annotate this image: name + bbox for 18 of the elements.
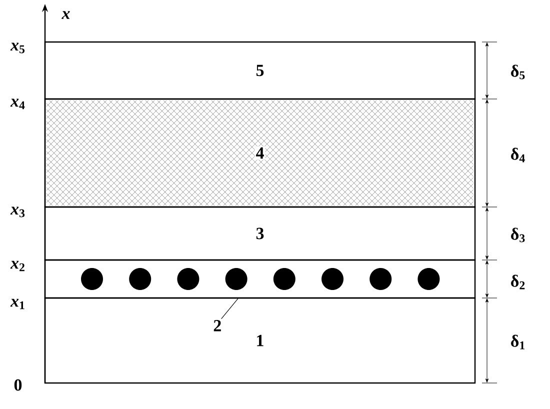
axis-tick-label: x$_{5}$ <box>10 42 25 54</box>
dimension-label: δ$_{3}$ <box>511 228 525 242</box>
dimension-label: δ$_{1}$ <box>511 334 524 350</box>
layer-box <box>44 259 476 299</box>
leader-line <box>221 298 238 320</box>
axis-tick-label: 0 <box>14 379 22 391</box>
axis-tick-label: x$_{3}$ <box>10 206 25 218</box>
dimension-label: δ$_{2}$ <box>511 274 525 290</box>
layer-box: 5 <box>44 41 476 100</box>
layer-box: 3 <box>44 206 476 261</box>
axis-tick-label: x$_{1}$ <box>10 298 24 310</box>
dimension-label: δ$_{5}$ <box>511 64 525 80</box>
part-number: 2 <box>214 320 221 332</box>
axis-label: x <box>62 11 70 19</box>
dimension-label: δ$_{4}$ <box>511 148 525 162</box>
axis-tick-label: x$_{2}$ <box>10 260 24 272</box>
axis-tick-label: x$_{4}$ <box>10 98 25 110</box>
layer-box: 4 <box>44 98 476 208</box>
